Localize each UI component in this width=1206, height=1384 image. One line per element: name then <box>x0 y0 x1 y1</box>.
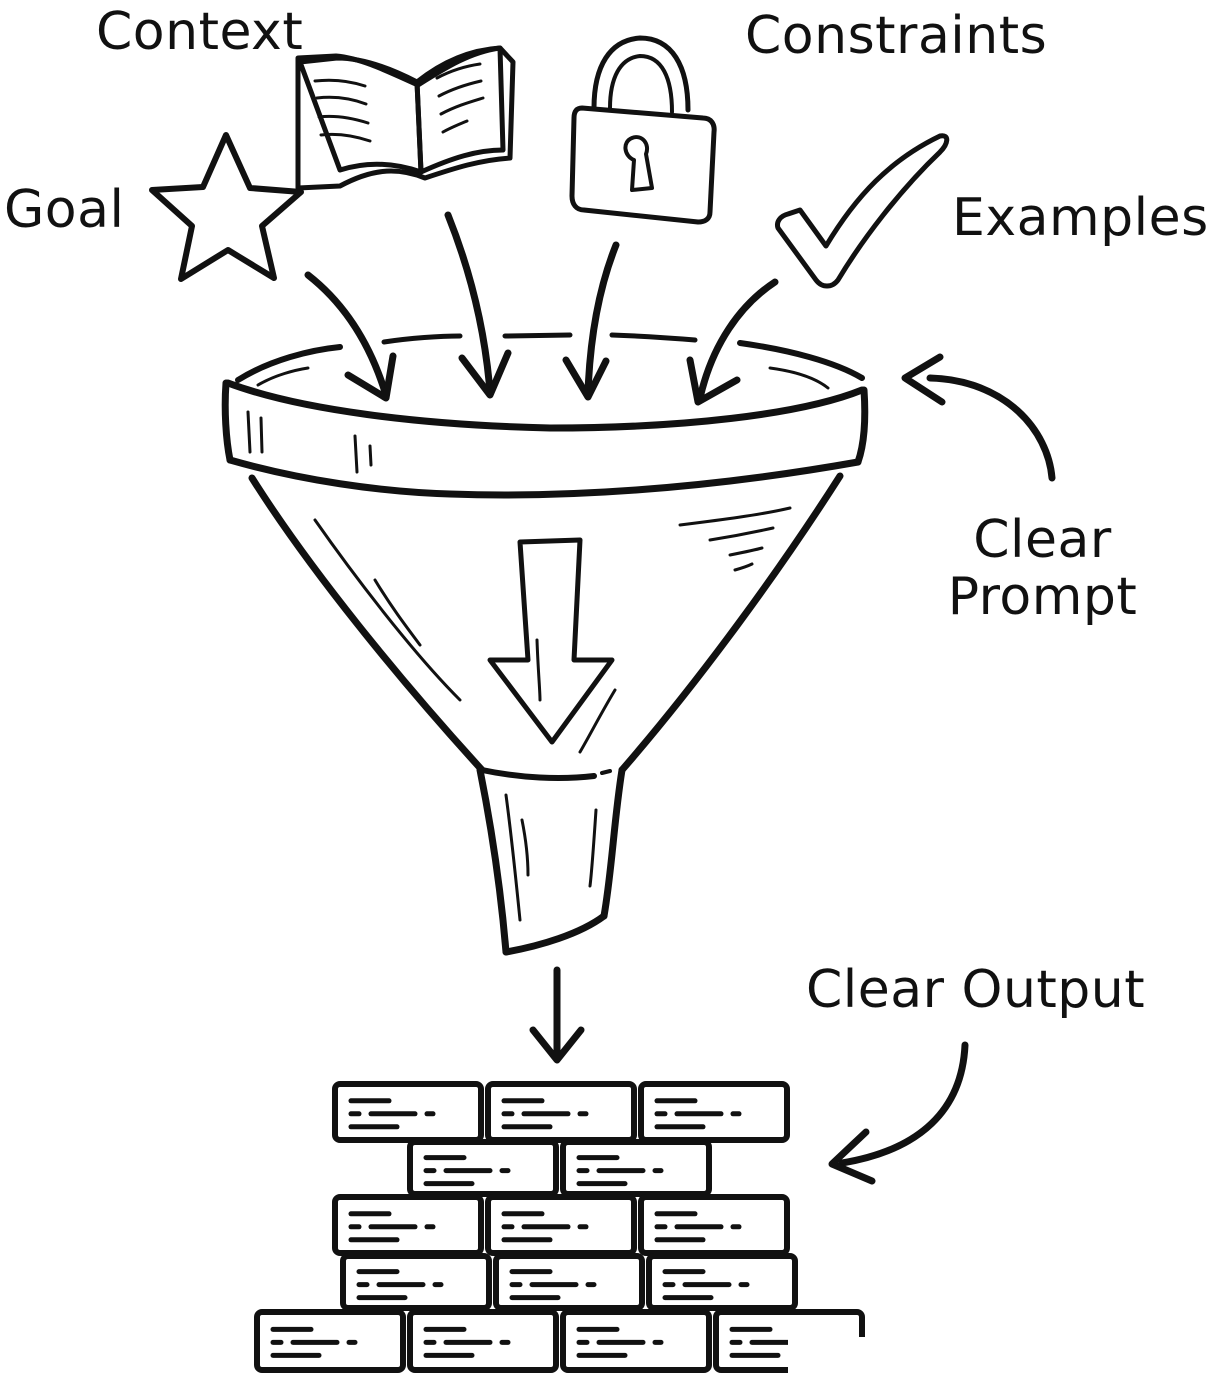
arrow-clear-prompt-pointer-icon <box>901 353 1056 482</box>
brick <box>340 1253 492 1311</box>
label-goal: Goal <box>4 180 125 240</box>
brick <box>485 1194 637 1256</box>
brick <box>638 1081 790 1143</box>
label-examples: Examples <box>952 188 1206 248</box>
label-clear-prompt: Clear Prompt <box>947 510 1138 628</box>
arrow-funnel-to-output-icon <box>529 966 585 1064</box>
arrow-examples-to-funnel-icon <box>686 278 779 406</box>
brick <box>493 1253 645 1311</box>
brick <box>638 1194 790 1256</box>
label-context: Context <box>96 2 304 62</box>
open-book-icon <box>295 45 516 191</box>
funnel-icon <box>221 332 869 956</box>
blank-patch <box>788 1337 868 1379</box>
label-clear-output: Clear Output <box>806 960 1146 1020</box>
arrow-constraints-to-funnel-icon <box>562 241 620 401</box>
padlock-icon <box>569 35 717 225</box>
arrow-clear-output-pointer-icon <box>828 1041 969 1185</box>
label-constraints: Constraints <box>745 6 1048 66</box>
arrow-goal-to-funnel-icon <box>304 271 397 402</box>
brick <box>485 1081 637 1143</box>
input-arrows <box>304 211 779 406</box>
brick <box>407 1139 559 1197</box>
checkmark-icon <box>775 133 950 289</box>
brick <box>332 1081 484 1143</box>
star-icon <box>149 132 304 282</box>
brick-wall-icon <box>254 1081 865 1373</box>
brick <box>407 1309 559 1373</box>
brick <box>332 1194 484 1256</box>
brick <box>646 1253 798 1311</box>
arrow-context-to-funnel-icon <box>444 211 512 399</box>
brick <box>254 1309 406 1373</box>
brick <box>560 1139 712 1197</box>
brick <box>560 1309 712 1373</box>
